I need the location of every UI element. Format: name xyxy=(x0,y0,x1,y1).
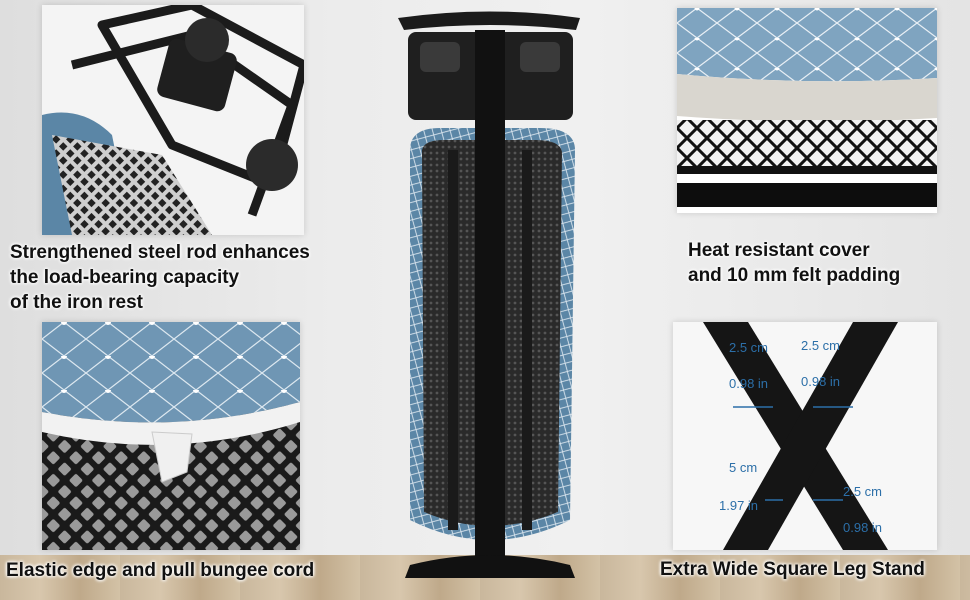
right-top-cm: 2.5 cm xyxy=(801,338,840,353)
steel-rod-caption: Strengthened steel rod enhances the load… xyxy=(10,240,310,315)
steel-rod-caption-line-1: Strengthened steel rod enhances xyxy=(10,242,310,263)
heat-cover-caption-line-2: and 10 mm felt padding xyxy=(688,265,901,286)
right-bottom-cm: 2.5 cm xyxy=(843,484,882,499)
heat-cover-caption-line-1: Heat resistant cover xyxy=(688,240,870,261)
leg-stand-closeup: 2.5 cm 0.98 in 2.5 cm 0.98 in 5 cm 1.97 … xyxy=(673,322,937,550)
ironing-board-image xyxy=(398,11,580,578)
iron-rest-closeup xyxy=(42,5,304,235)
left-top-cm: 2.5 cm xyxy=(729,340,768,355)
elastic-edge-closeup xyxy=(42,322,300,550)
steel-rod-caption-line-2: the load-bearing capacity xyxy=(10,267,240,288)
heat-cover-caption: Heat resistant cover and 10 mm felt padd… xyxy=(688,238,900,288)
cover-layers-closeup xyxy=(677,8,937,213)
leg-stand-caption: Extra Wide Square Leg Stand xyxy=(660,559,925,580)
left-bottom-cm: 5 cm xyxy=(729,460,757,475)
right-top-in: 0.98 in xyxy=(801,374,840,389)
left-bottom-in: 1.97 in xyxy=(719,498,758,513)
steel-rod-caption-line-3: of the iron rest xyxy=(10,292,144,313)
elastic-edge-caption: Elastic edge and pull bungee cord xyxy=(6,560,315,581)
left-top-in: 0.98 in xyxy=(729,376,768,391)
right-bottom-in: 0.98 in xyxy=(843,520,882,535)
